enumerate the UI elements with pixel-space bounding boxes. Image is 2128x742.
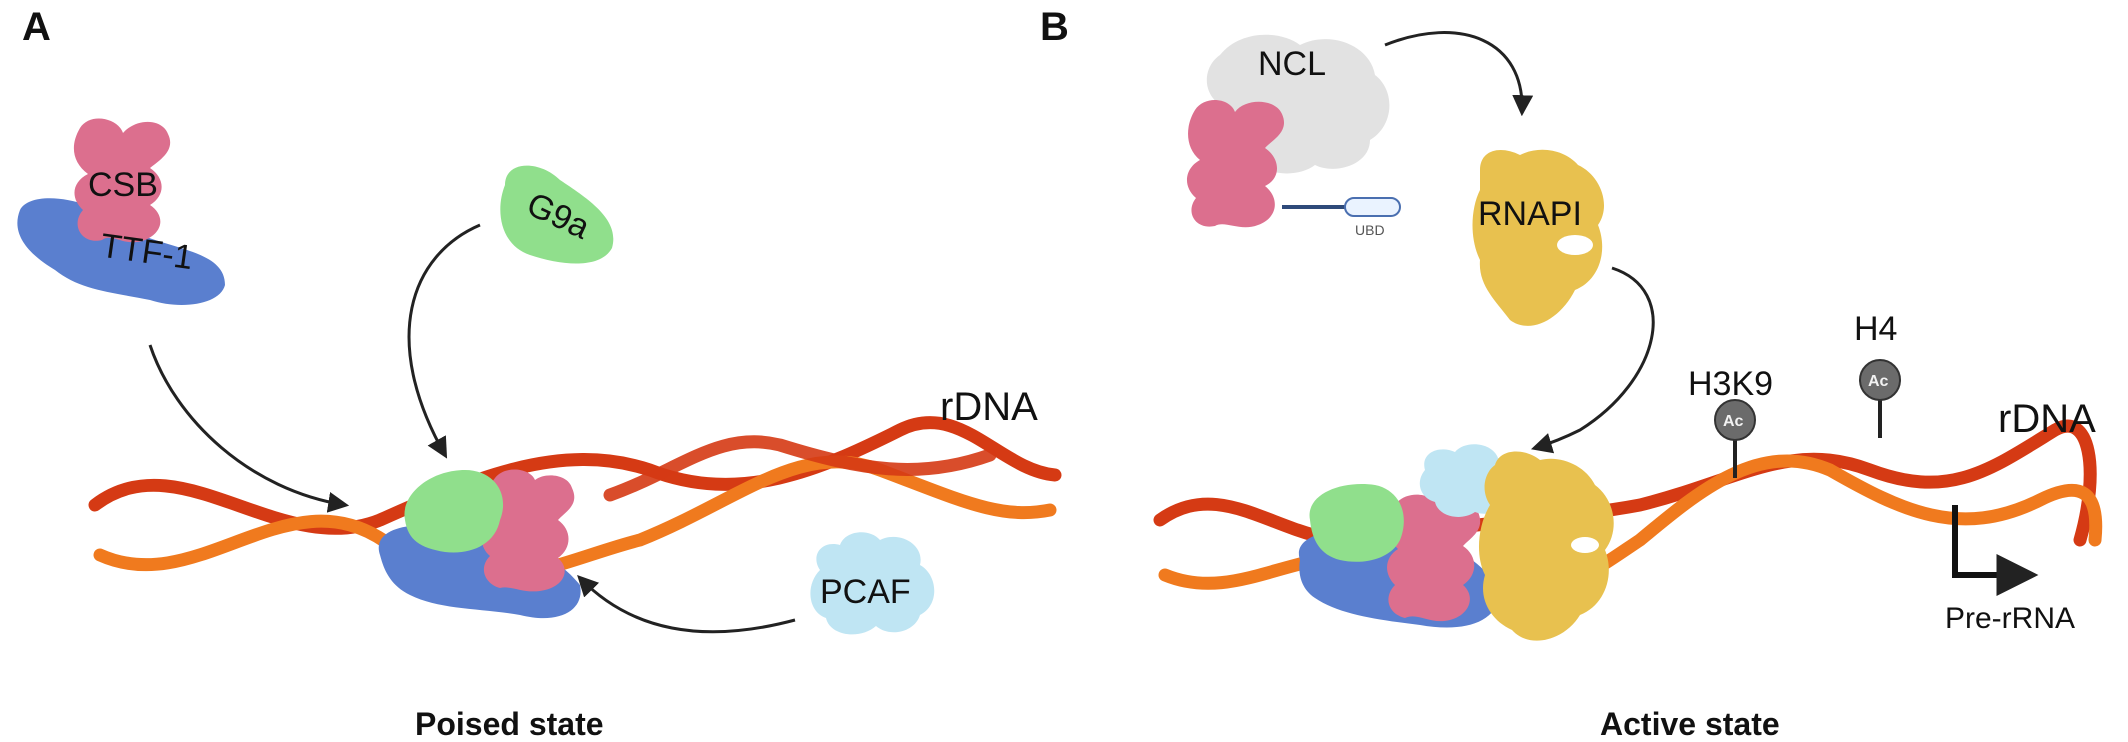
panel-b: B NCL UBD RNAPI rDNA H3K9 Ac xyxy=(1040,5,2103,742)
transcription-start-arrow-icon xyxy=(1952,505,2039,596)
ubd-domain-icon xyxy=(1344,197,1401,217)
dna-strand-1 xyxy=(88,416,1062,535)
bound-g9a-b xyxy=(1309,484,1404,562)
bound-rnapi xyxy=(1478,451,1614,641)
ubd-label: UBD xyxy=(1355,222,1385,238)
bound-csb xyxy=(482,469,575,592)
rdna-label-b: rDNA xyxy=(1998,397,2096,441)
rnapi-label: RNAPI xyxy=(1478,195,1582,233)
bound-csb-b xyxy=(1387,494,1481,622)
csb-label: CSB xyxy=(88,166,158,204)
rnapi-channel xyxy=(1557,235,1593,255)
ttf1-protein xyxy=(17,198,225,305)
caption-b: Active state xyxy=(1600,706,1780,742)
h3k9-label: H3K9 xyxy=(1688,365,1773,403)
arrow-ncl-to-rnapi xyxy=(1384,31,1534,117)
rdna-helix-a xyxy=(88,416,1062,584)
csb-protein-b xyxy=(1186,100,1285,228)
dna-strand-1-right xyxy=(603,435,997,502)
pcaf-label: PCAF xyxy=(820,573,911,611)
panel-a-letter: A xyxy=(22,5,51,49)
arrow-rnapi-to-dna xyxy=(1530,266,1655,454)
arrow-g9a-to-dna xyxy=(407,223,481,459)
acetyl-mark-icon xyxy=(1859,359,1901,401)
bound-complex-b xyxy=(1298,444,1614,641)
bound-g9a xyxy=(404,470,504,553)
acetyl-mark-icon xyxy=(1714,399,1756,441)
pcaf-protein xyxy=(810,532,935,635)
h3k9-mark: H3K9 Ac xyxy=(1688,365,1773,478)
csb-protein xyxy=(73,118,171,243)
arrow-pcaf-to-dna xyxy=(577,574,796,634)
arrow-ttf1-to-dna xyxy=(148,344,350,513)
pcaf-group: PCAF xyxy=(810,532,935,635)
ncl-complex: NCL UBD xyxy=(1186,34,1401,238)
rdna-label-a: rDNA xyxy=(940,385,1038,429)
ac-label-h4: Ac xyxy=(1868,373,1889,390)
csb-ttf1-complex: CSB TTF-1 xyxy=(17,118,225,305)
g9a-protein xyxy=(500,165,614,264)
caption-a: Poised state xyxy=(415,706,604,742)
ncl-label: NCL xyxy=(1258,45,1326,83)
panel-a: A rDNA CSB TTF-1 G9a PCAF xyxy=(17,5,1062,742)
rnapi-group: RNAPI xyxy=(1472,149,1605,326)
dna-strand-2 xyxy=(93,455,1057,584)
h4-mark: H4 Ac xyxy=(1854,310,1901,438)
pre-rrna-label: Pre-rRNA xyxy=(1945,602,2075,635)
panel-b-letter: B xyxy=(1040,5,1069,49)
ac-label-h3k9: Ac xyxy=(1723,413,1744,430)
g9a-group: G9a xyxy=(500,165,614,264)
bound-complex-a xyxy=(378,469,581,619)
h4-label: H4 xyxy=(1854,310,1897,348)
bound-rnapi-channel xyxy=(1571,537,1599,553)
rnapi-protein xyxy=(1472,149,1605,326)
